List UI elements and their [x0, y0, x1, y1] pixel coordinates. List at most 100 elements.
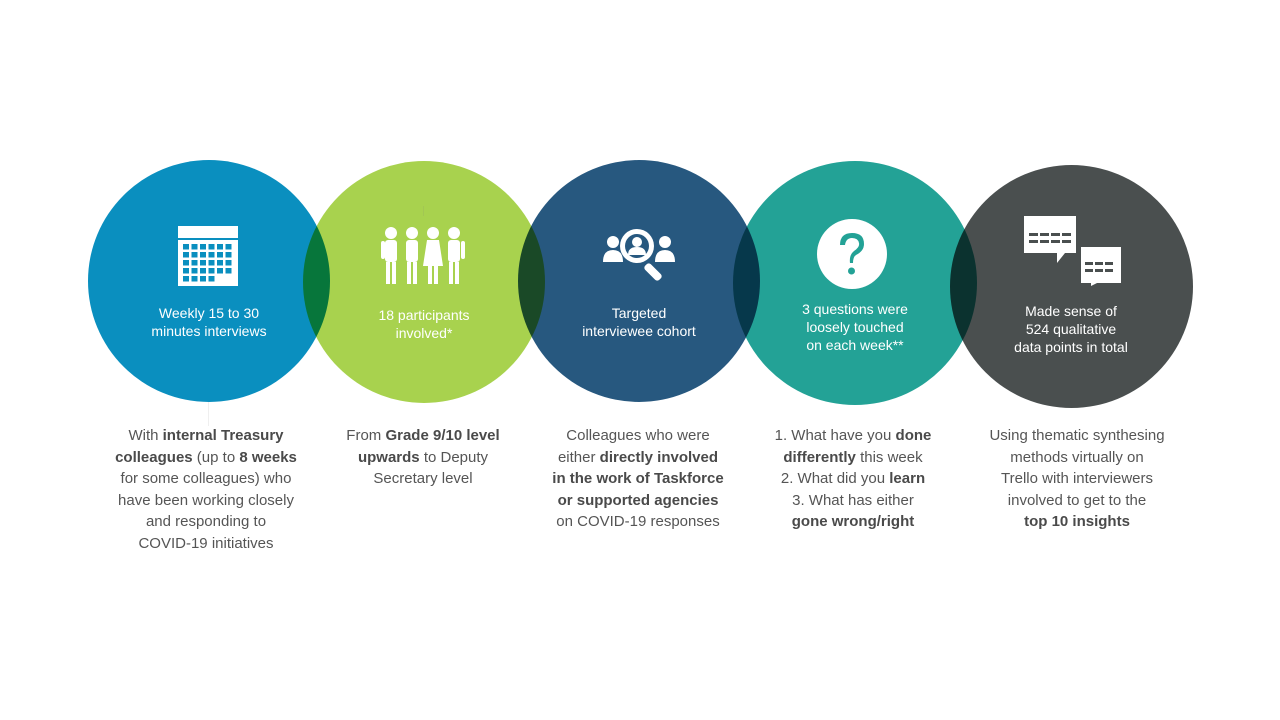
- description-text: to Deputy: [419, 448, 489, 466]
- calendar-cell: [191, 252, 198, 258]
- calendar-cell: [208, 260, 215, 266]
- placeholder-line: [423, 206, 424, 216]
- description-line: and responding to: [106, 511, 306, 533]
- circle-participants: [303, 161, 545, 403]
- description-emphasis: learn: [889, 470, 926, 487]
- calendar-cell: [225, 268, 232, 274]
- description-text: Using thematic synthesing: [989, 427, 1165, 444]
- description-text: 3. What has either: [792, 491, 914, 509]
- circle-insights: [950, 165, 1193, 408]
- calendar-cell: [208, 252, 215, 258]
- circle-label-line: on each week**: [806, 337, 904, 353]
- description-emphasis: in the work of Taskforce: [552, 470, 724, 487]
- description-emphasis: upwards: [357, 448, 420, 466]
- description-text: and responding to: [145, 513, 267, 530]
- description-line: involved to get to the: [977, 490, 1177, 512]
- description-emphasis: internal Treasury: [162, 427, 284, 444]
- calendar-cell: [183, 244, 189, 250]
- circle-label-line: loosely touched: [806, 319, 904, 335]
- description-line: Trello with interviewers: [977, 468, 1177, 490]
- description-text: With: [128, 427, 163, 444]
- description-emphasis: done: [895, 427, 932, 444]
- calendar-cell: [200, 276, 206, 282]
- description-line: 1. What have you done: [753, 425, 953, 447]
- description-line: either directly involved: [538, 447, 738, 469]
- calendar-cell: [191, 276, 198, 282]
- calendar-cell: [208, 276, 215, 282]
- description-line: From Grade 9/10 level: [323, 425, 523, 447]
- description-line: With internal Treasury: [106, 425, 306, 447]
- description-emphasis: Grade 9/10 level: [385, 427, 500, 444]
- calendar-cell: [217, 252, 223, 258]
- circle-label-line: interviewee cohort: [582, 323, 696, 339]
- circle-label-line: involved*: [395, 325, 453, 341]
- description-text: on COVID-19 responses: [556, 513, 720, 530]
- description-line: in the work of Taskforce: [538, 468, 738, 490]
- calendar-cell: [208, 268, 215, 274]
- description-line: colleagues (up to 8 weeks: [106, 447, 306, 469]
- description-text: this week: [855, 448, 923, 466]
- calendar-cell: [217, 244, 223, 250]
- description-text: (up to: [192, 448, 240, 466]
- description-line: gone wrong/right: [753, 511, 953, 533]
- description-line: or supported agencies: [538, 490, 738, 512]
- description-line: Using thematic synthesing: [977, 425, 1177, 447]
- calendar-cell: [208, 244, 215, 250]
- description-line: top 10 insights: [977, 511, 1177, 533]
- description-text: involved to get to the: [1007, 491, 1147, 509]
- description-emphasis: differently: [783, 448, 856, 466]
- description-line: for some colleagues) who: [106, 468, 306, 490]
- calendar-cell: [200, 252, 206, 258]
- circle-cohort: [518, 160, 760, 402]
- description-text: Colleagues who were: [566, 427, 710, 444]
- calendar-cell: [191, 244, 198, 250]
- question-icon: [817, 219, 887, 289]
- calendar-cell: [225, 252, 232, 258]
- calendar-cell: [183, 252, 189, 258]
- calendar-cell: [217, 268, 223, 274]
- description-text: for some colleagues) who: [120, 470, 292, 487]
- circle-label-line: data points in total: [1014, 339, 1128, 355]
- description-text: 2. What did you: [780, 470, 890, 487]
- search-people-icon: [603, 229, 675, 281]
- calendar-cell: [191, 268, 198, 274]
- circle-label-cohort: Targeted interviewee cohort: [549, 304, 729, 340]
- description-emphasis: 8 weeks: [239, 448, 297, 466]
- description-emphasis: colleagues: [115, 448, 193, 466]
- description-text: either: [557, 448, 600, 466]
- description-line: on COVID-19 responses: [538, 511, 738, 533]
- description-line: methods virtually on: [977, 447, 1177, 469]
- description-line: 3. What has either: [753, 490, 953, 512]
- calendar-cell: [183, 260, 189, 266]
- calendar-cell: [191, 260, 198, 266]
- description-text: Trello with interviewers: [1001, 470, 1153, 487]
- description-emphasis: gone wrong/right: [791, 513, 915, 530]
- description-emphasis: or supported agencies: [557, 491, 719, 509]
- chat-icon: [1024, 216, 1121, 286]
- people-icon: [381, 227, 465, 284]
- description-text: Secretary level: [373, 470, 473, 487]
- circle-label-line: 3 questions were: [802, 301, 908, 317]
- description-cohort: Colleagues who were either directly invol…: [538, 425, 738, 533]
- description-text: have been working closely: [118, 491, 294, 509]
- description-text: methods virtually on: [1010, 448, 1144, 466]
- description-insights: Using thematic synthesing methods virtual…: [977, 425, 1177, 533]
- calendar-cell: [200, 260, 206, 266]
- circle-label-line: Targeted: [611, 305, 667, 321]
- description-line: Secretary level: [323, 468, 523, 490]
- calendar-cell: [200, 268, 206, 274]
- calendar-cell: [225, 244, 232, 250]
- calendar-cell: [200, 244, 206, 250]
- calendar-cell: [183, 276, 189, 282]
- calendar-cell: [225, 260, 232, 266]
- description-line: upwards to Deputy: [323, 447, 523, 469]
- description-emphasis: directly involved: [599, 448, 719, 466]
- circle-label-line: minutes interviews: [151, 323, 267, 339]
- description-text: 1. What have you: [774, 427, 896, 444]
